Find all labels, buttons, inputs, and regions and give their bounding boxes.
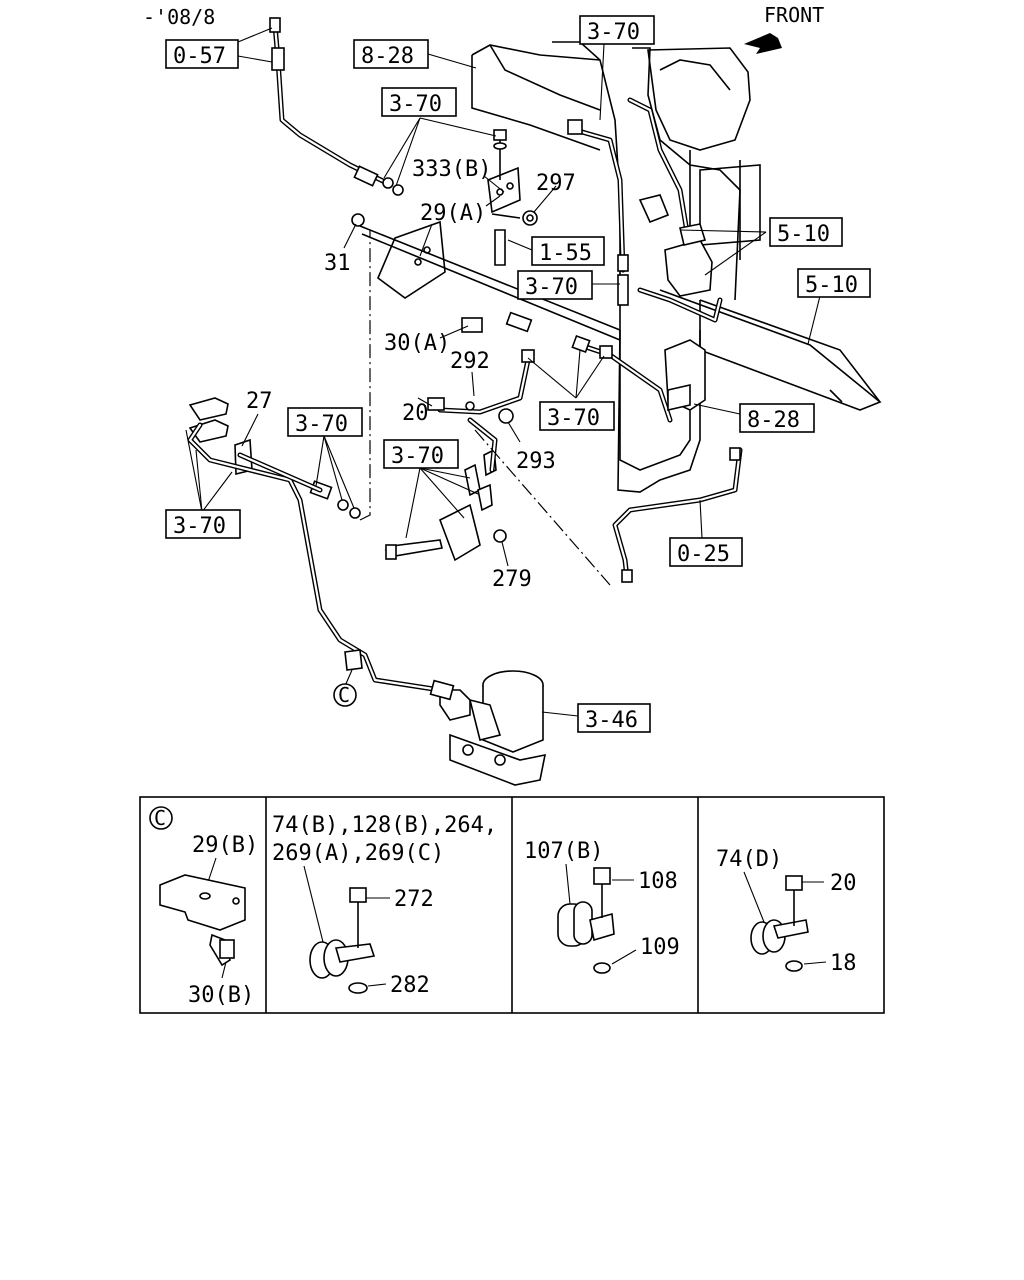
part-297: 297 xyxy=(536,171,576,196)
ref-box-3-46: 3-46 xyxy=(577,703,651,733)
callout-c-marker xyxy=(333,683,357,707)
diagram-code: -'08/8 xyxy=(143,5,215,29)
plate-333b xyxy=(487,129,538,266)
valve-assembly xyxy=(638,194,713,412)
detail-clamp-107b: 107(B) xyxy=(524,839,603,864)
frame-structure xyxy=(471,41,882,493)
ref-3-70-e: 3-70 xyxy=(391,444,444,469)
ref-box-0-25: 0-25 xyxy=(669,537,743,567)
part-292: 292 xyxy=(450,349,490,374)
leader-lines xyxy=(185,27,821,717)
ref-box-5-10-a: 5-10 xyxy=(769,217,843,247)
ref-8-28-top: 8-28 xyxy=(361,44,414,69)
part-20: 20 xyxy=(402,401,429,426)
air-dryer xyxy=(429,670,547,786)
detail-clamp-74d: 74(D) xyxy=(716,847,782,872)
detail-clamp-b-line2: 269(A),269(C) xyxy=(272,841,444,866)
detail-bolt-272: 272 xyxy=(394,887,434,912)
ref-3-46: 3-46 xyxy=(585,708,638,733)
ref-1-55: 1-55 xyxy=(539,241,592,266)
ref-5-10-b: 5-10 xyxy=(805,273,858,298)
part-29a: 29(A) xyxy=(420,201,486,226)
front-label: FRONT xyxy=(764,3,824,27)
ref-box-3-70-top: 3-70 xyxy=(579,15,655,45)
ref-box-3-70-e: 3-70 xyxy=(383,439,459,469)
ref-0-25: 0-25 xyxy=(677,542,730,567)
detail-nut-18: 18 xyxy=(830,951,857,976)
ref-box-8-28-top: 8-28 xyxy=(353,39,429,69)
ref-8-28-b: 8-28 xyxy=(747,408,800,433)
ref-3-70-c: 3-70 xyxy=(295,412,348,437)
part-293: 293 xyxy=(516,449,556,474)
detail-panel-clamp-b: 74(B),128(B),264, 269(A),269(C) 272 282 xyxy=(272,813,497,998)
ref-box-3-70-c: 3-70 xyxy=(287,407,363,437)
ref-box-3-70-d: 3-70 xyxy=(539,401,615,431)
ref-box-5-10-b: 5-10 xyxy=(797,268,871,298)
detail-bolt-108: 108 xyxy=(638,869,678,894)
ref-box-3-70-a: 3-70 xyxy=(381,87,457,117)
detail-panel-clamp-107b: 107(B) 108 109 xyxy=(524,839,680,974)
pipe-clip xyxy=(344,649,363,671)
plate-279 xyxy=(384,448,507,562)
ref-box-3-70-b: 3-70 xyxy=(517,270,593,300)
callout-c-label: C xyxy=(338,683,350,707)
air-pipes xyxy=(187,17,743,693)
part-31: 31 xyxy=(324,251,351,276)
detail-bolt-20: 20 xyxy=(830,871,857,896)
detail-clamp-b-line1: 74(B),128(B),264, xyxy=(272,813,497,838)
ref-3-70-b: 3-70 xyxy=(525,275,578,300)
ref-3-70-a: 3-70 xyxy=(389,92,442,117)
part-279: 279 xyxy=(492,567,532,592)
detail-table xyxy=(139,796,885,1014)
front-arrow-icon xyxy=(744,33,782,54)
reference-lines xyxy=(359,230,611,586)
ref-3-70-top: 3-70 xyxy=(587,20,640,45)
ref-5-10-a: 5-10 xyxy=(777,222,830,247)
ref-3-70-d: 3-70 xyxy=(547,406,600,431)
detail-bracket-label: 29(B) xyxy=(192,833,258,858)
ref-box-1-55: 1-55 xyxy=(531,236,605,266)
detail-panel-clamp-74d: 74(D) 20 18 xyxy=(716,847,857,976)
detail-nut-282: 282 xyxy=(390,973,430,998)
part-27: 27 xyxy=(246,389,273,414)
ref-0-57: 0-57 xyxy=(173,44,226,69)
detail-panel-c: C 29(B) 30(B) xyxy=(149,806,258,1008)
bracket-29a xyxy=(359,220,621,341)
part-333b: 333(B) xyxy=(412,157,491,182)
ref-box-0-57: 0-57 xyxy=(165,39,239,69)
detail-bolt-30b: 30(B) xyxy=(188,983,254,1008)
part-30a: 30(A) xyxy=(384,331,450,356)
ref-box-3-70-f: 3-70 xyxy=(165,509,241,539)
detail-c-marker xyxy=(149,806,173,830)
ref-3-70-f: 3-70 xyxy=(173,514,226,539)
ref-box-8-28-b: 8-28 xyxy=(739,403,815,433)
detail-nut-109: 109 xyxy=(640,935,680,960)
detail-c-label: C xyxy=(154,806,166,830)
